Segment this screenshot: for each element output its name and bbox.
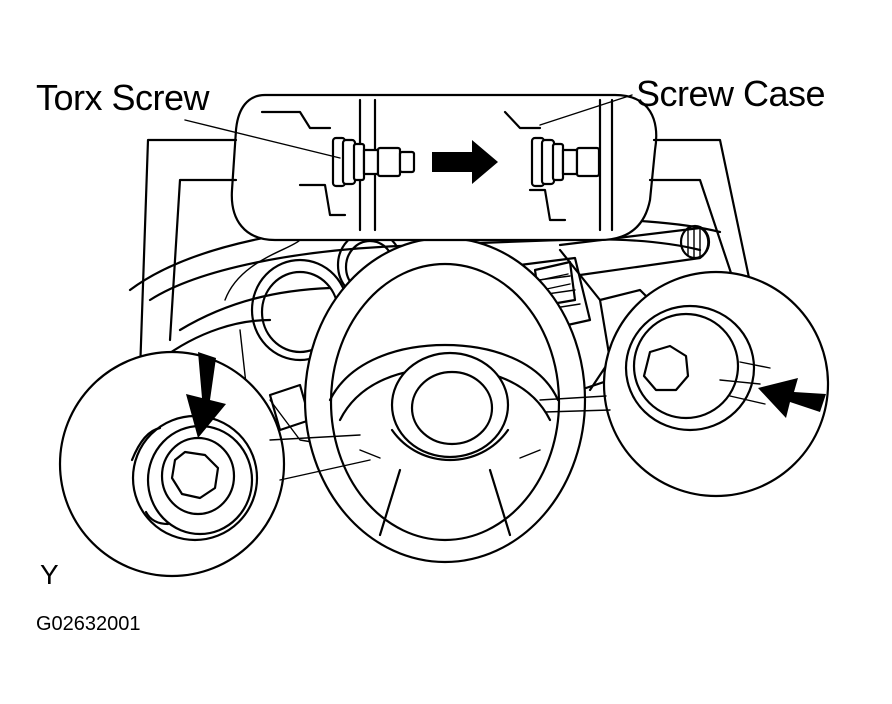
torx-screw-label: Torx Screw — [36, 77, 211, 118]
torx-screw-leader — [184, 119, 341, 159]
steering-wheel — [303, 236, 587, 564]
arrow-down-icon — [186, 352, 226, 438]
view-marker-label: Y — [40, 559, 59, 590]
torx-socket-icon — [170, 450, 220, 500]
arrow-left-icon — [758, 378, 826, 418]
figure-code-label: G02632001 — [36, 613, 141, 635]
screw-case-label: Screw Case — [636, 73, 825, 114]
detail-circle-left — [58, 350, 371, 578]
detail-circle-right — [539, 270, 830, 498]
detail-callout-top — [138, 93, 762, 374]
screw-case-leader — [539, 94, 633, 126]
torx-socket-icon — [642, 344, 690, 392]
